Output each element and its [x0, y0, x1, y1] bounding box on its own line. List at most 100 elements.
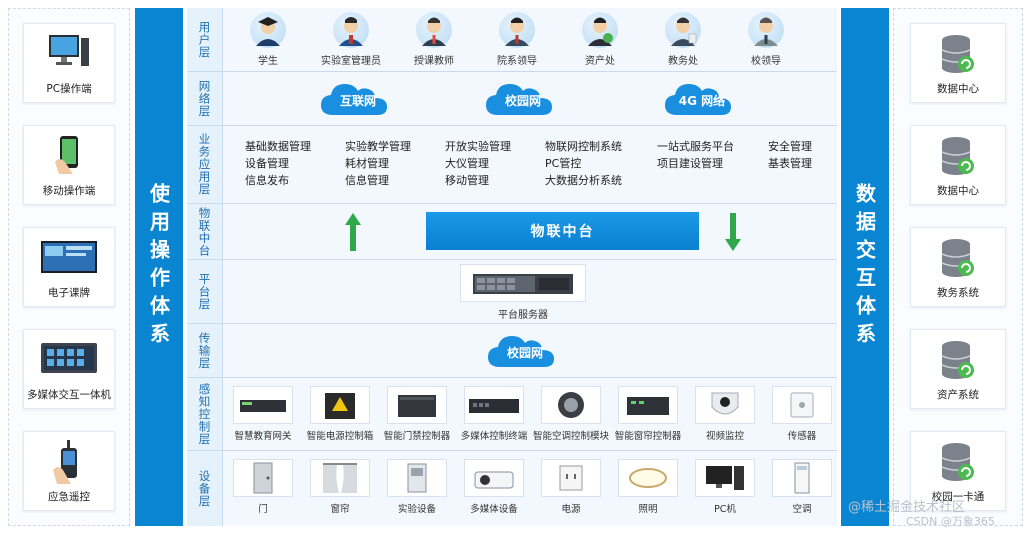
cloud-label: 互联网 [339, 94, 376, 108]
end-device: 照明 [608, 459, 688, 515]
asset-office-avatar-icon [582, 12, 618, 48]
device-label: 多媒体控制终端 [460, 431, 528, 442]
business-item: 物联网控制系统 [545, 140, 622, 153]
business-item: 大仪管理 [445, 157, 489, 170]
database-icon [941, 137, 974, 175]
system-card[interactable]: 校园一卡通 [910, 431, 1006, 511]
business-item: 信息管理 [345, 174, 389, 187]
door-icon [253, 462, 273, 494]
cloud-icon [321, 84, 387, 115]
gateway-icon [240, 400, 286, 412]
data-interaction-bar: 数据交互体系 [841, 8, 889, 526]
server-label: 平台服务器 [498, 310, 548, 321]
end-device: PC机 [685, 459, 765, 515]
device-label: 传感器 [787, 431, 817, 442]
business-item: 项目建设管理 [657, 157, 723, 170]
class-board-icon [41, 241, 97, 273]
dept-leader-avatar-icon [499, 12, 535, 48]
system-label: 数据中心 [937, 185, 979, 197]
sensor-icon [790, 392, 814, 418]
layer-label: 业务应用层 [187, 126, 223, 203]
academic-office-avatar-icon [665, 12, 701, 48]
end-device: 实验设备 [377, 459, 457, 515]
cloud-icon [486, 84, 552, 115]
device-card-pc[interactable]: PC操作端 [23, 23, 115, 103]
sensing-device: 多媒体控制终端 [454, 386, 534, 442]
sensing-device: 智能窗帘控制器 [608, 386, 688, 442]
device-label: 电源 [561, 504, 581, 515]
data-interaction-title: 数据交互体系 [852, 183, 877, 351]
device-card-class-board[interactable]: 电子课牌 [23, 227, 115, 307]
up-arrow-icon [345, 213, 361, 251]
system-card[interactable]: 数据中心 [910, 125, 1006, 205]
device-label: 电子课牌 [48, 287, 90, 299]
cloud-label: 校园网 [506, 346, 543, 360]
business-item: 一站式服务平台 [657, 140, 734, 153]
user-academic-office: 教务处 [638, 12, 728, 67]
layer-label: 设备层 [187, 451, 223, 526]
device-label: 智能门禁控制器 [383, 431, 451, 442]
internet-cloud: 互联网 [319, 81, 397, 117]
business-item: 信息发布 [245, 174, 289, 187]
system-card[interactable]: 教务系统 [910, 227, 1006, 307]
right-systems-panel: 数据中心 数据中心 教务系统 资产系统 校园一卡通 [893, 8, 1023, 526]
cloud-icon [488, 336, 554, 367]
user-teacher: 授课教师 [389, 12, 479, 67]
device-label: 窗帘 [330, 504, 350, 515]
pc-computer-icon [706, 466, 744, 490]
lab-equipment-icon [407, 463, 427, 493]
system-label: 数据中心 [937, 83, 979, 95]
device-label: 智慧教育网关 [234, 431, 292, 442]
usage-system-title: 使用操作体系 [146, 183, 171, 351]
sensing-device: 智能电源控制箱 [300, 386, 380, 442]
cloud-icon [665, 84, 731, 115]
user-label: 资产处 [585, 56, 615, 67]
architecture-diagram: 用户层 学生 实验室管理员 授课教师 院系领导 资产处 [187, 8, 837, 526]
4g-network-cloud: 4G 网络 [663, 81, 741, 117]
business-column: 物联网控制系统 PC管控 大数据分析系统 [545, 138, 622, 189]
business-column: 实验教学管理 耗材管理 信息管理 [345, 138, 411, 189]
business-column: 基础数据管理 设备管理 信息发布 [245, 138, 311, 189]
system-card[interactable]: 数据中心 [910, 23, 1006, 103]
database-icon [941, 443, 974, 481]
layer-label: 传输层 [187, 324, 223, 377]
ceiling-light-icon [629, 468, 667, 488]
sensing-device: 视频监控 [685, 386, 765, 442]
device-label: 视频监控 [705, 431, 744, 442]
sensing-device: 传感器 [762, 386, 842, 442]
layer-label: 网络层 [187, 72, 223, 125]
system-label: 教务系统 [937, 287, 979, 299]
device-label: 应急遥控 [48, 491, 90, 503]
business-item: 开放实验管理 [445, 140, 511, 153]
device-label: 实验设备 [397, 504, 436, 515]
user-dept-leader: 院系领导 [472, 12, 562, 67]
business-column: 开放实验管理 大仪管理 移动管理 [445, 138, 511, 189]
user-layer: 用户层 学生 实验室管理员 授课教师 院系领导 资产处 [187, 8, 837, 72]
pc-icon [49, 35, 89, 66]
user-label: 学生 [258, 56, 278, 67]
device-label: 智能电源控制箱 [306, 431, 374, 442]
database-icon [941, 35, 974, 73]
user-label: 教务处 [668, 56, 698, 67]
business-item: 移动管理 [445, 174, 489, 187]
user-school-leader: 校领导 [721, 12, 811, 67]
user-label: 实验室管理员 [321, 56, 381, 67]
business-layer-body: 基础数据管理 设备管理 信息发布 实验教学管理 耗材管理 信息管理 开放实验管理… [223, 126, 837, 203]
system-card[interactable]: 资产系统 [910, 329, 1006, 409]
watermark: @稀土掘金技术社区 [848, 500, 966, 515]
business-item: 基表管理 [768, 157, 812, 170]
device-card-mobile[interactable]: 移动操作端 [23, 125, 115, 205]
device-card-remote[interactable]: 应急遥控 [23, 431, 115, 511]
lab-admin-avatar-icon [333, 12, 369, 48]
multimedia-controller-icon [469, 399, 519, 413]
device-label: 多媒体设备 [470, 504, 518, 515]
cloud-label: 4G 网络 [678, 94, 726, 108]
transport-layer-body: 校园网 [223, 324, 837, 377]
user-asset-office: 资产处 [555, 12, 645, 67]
system-label: 资产系统 [937, 389, 979, 401]
end-device: 多媒体设备 [454, 459, 534, 515]
device-card-multimedia-terminal[interactable]: 多媒体交互一体机 [23, 329, 115, 409]
power-control-box-icon [325, 393, 355, 419]
layer-label: 平台层 [187, 260, 223, 323]
server-image [460, 264, 586, 302]
